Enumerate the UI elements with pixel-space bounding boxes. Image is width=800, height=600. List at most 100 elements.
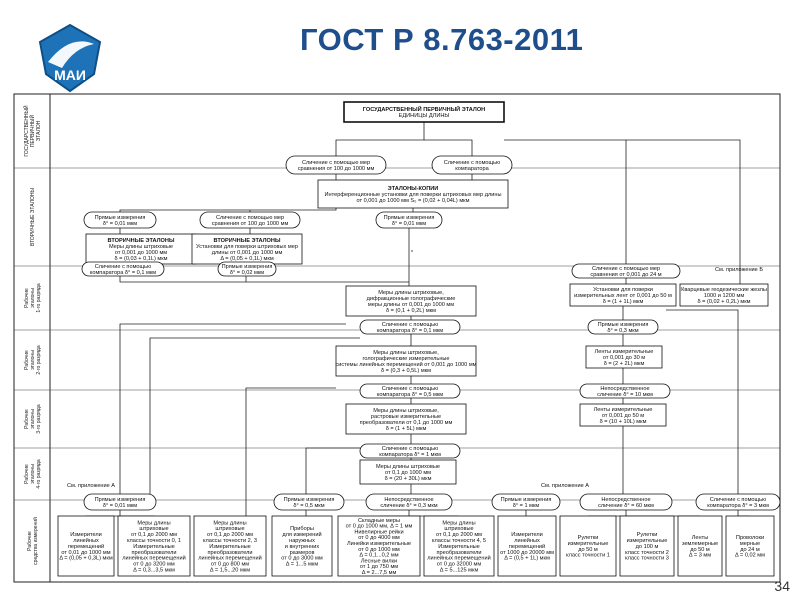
node-text: Измерительные xyxy=(133,544,175,550)
node-text: См. приложение Б xyxy=(715,267,763,273)
connector-line xyxy=(86,510,121,517)
node-text: измерительные xyxy=(568,541,609,547)
node-box xyxy=(679,283,769,307)
node-text: штриховые xyxy=(139,526,168,532)
node-text: Сличение с помощью xyxy=(382,386,439,392)
node-text: сравнения от 100 до 1000 мм xyxy=(212,221,289,227)
node-text: Приборы xyxy=(290,526,314,532)
node-text: от 0 до 800 мм xyxy=(211,562,249,568)
node-text: δ° = 0,5 мкм xyxy=(293,503,324,509)
node-text: от 0,001 до 1000 мм xyxy=(115,250,167,256)
node-text: от 0 до 1000 мм xyxy=(358,547,400,553)
connector-line xyxy=(119,276,409,283)
node-text: См. приложение А xyxy=(67,483,115,489)
node-box xyxy=(337,515,421,577)
connector-line xyxy=(119,323,346,494)
node-text: класс точности 3 xyxy=(625,556,669,562)
node-text: 1000 и 1200 мм xyxy=(704,293,745,299)
node-r1-measures: Меры длины штриховые,дифракционные голог… xyxy=(345,285,477,317)
node-text: линейных перемещений xyxy=(198,555,261,562)
node-text: сличение δ° = 10 мкм xyxy=(597,392,653,398)
lane-label-line: эталоны xyxy=(30,350,36,370)
node-text: Измерительные xyxy=(438,544,480,550)
node-text: δ = (2 + 2L) мкм xyxy=(604,361,645,367)
node-text: ВТОРИЧНЫЕ ЭТАЛОНЫ xyxy=(214,238,281,244)
node-text: компаратора δ° = 0,1 мкм xyxy=(90,270,156,276)
node-text: преобразователи от 0,1 до 1000 мм xyxy=(360,420,453,426)
node-box xyxy=(359,459,457,485)
node-text: ЕДИНИЦЫ ДЛИНЫ xyxy=(399,113,450,119)
node-box xyxy=(193,515,267,577)
lane-label-line: 1-го разряда xyxy=(36,283,42,312)
node-r3-measures: Меры длины штриховые,растровые измерител… xyxy=(345,403,467,435)
node-text: Сличение с помощью xyxy=(444,160,501,166)
node-box xyxy=(571,263,681,279)
node-see-a-1: См. приложение А xyxy=(67,483,115,489)
node-text: от 1 до 750 мм xyxy=(360,564,398,570)
node-text: преобразователи xyxy=(436,550,481,556)
node-text: от 0 до 3000 мм xyxy=(281,556,323,562)
node-box xyxy=(423,515,495,577)
node-text: Меры длины штриховые, xyxy=(373,350,439,356)
node-gpe: ГОСУДАРСТВЕННЫЙ ПЕРВИЧНЫЙ ЭТАЛОНЕДИНИЦЫ … xyxy=(343,101,505,123)
lane-label-line: ВТОРИЧНЫЕ ЭТАЛОНЫ xyxy=(30,187,36,245)
node-text: Δ = (0,05 + 0,1L) мкм xyxy=(220,256,274,262)
node-text: компаратора δ° = 0,1 мкм xyxy=(377,328,443,334)
node-text: размеров xyxy=(290,550,315,556)
node-text: Непосредственное xyxy=(384,497,433,503)
node-text: Ленты xyxy=(692,535,708,541)
node-text: Ленты измерительные xyxy=(595,349,654,355)
node-text: Меры длины штриховые, xyxy=(378,290,444,296)
node-box xyxy=(677,515,723,577)
lane-label-line: ПЕРВИЧНЫЙ xyxy=(28,115,36,148)
node-text: преобразователи xyxy=(131,550,176,556)
node-text: преобразователи xyxy=(207,550,252,556)
connector-line xyxy=(666,309,739,494)
node-box xyxy=(559,515,617,577)
node-text: Рулетки xyxy=(637,532,658,538)
node-text: δ° = 0,3 мкм xyxy=(607,328,638,334)
node-text: Складные меры xyxy=(358,518,400,524)
node-text: δ° = 0,01 мкм xyxy=(103,221,137,227)
node-text: δ° = 1 мкм xyxy=(513,503,540,509)
node-text: штриховые xyxy=(444,526,473,532)
node-box xyxy=(619,515,675,577)
node-text: Рулетки xyxy=(578,535,599,541)
lane-label: ВТОРИЧНЫЕ ЭТАЛОНЫ xyxy=(30,187,36,245)
node-text: от 0 до 1000 мм, Δ = 1 мм xyxy=(346,524,413,530)
node-text: Нивелирные рейки xyxy=(354,528,403,535)
node-box xyxy=(81,261,165,277)
node-text: δ = (0,1 + 0,2L) мкм xyxy=(386,308,436,314)
connector-line xyxy=(380,510,410,517)
node-text: Прямые измерения xyxy=(598,322,649,328)
node-text: от 0,1 до 2000 мм xyxy=(207,532,253,538)
node-text: Сличение с помощью мер xyxy=(592,266,660,272)
lane-label-line: Рабочие xyxy=(24,409,30,429)
node-text: Сличение с помощью xyxy=(95,264,152,270)
node-text: от 0,01 до 1000 мм xyxy=(61,550,110,556)
node-box xyxy=(343,101,505,123)
node-text: сличение δ° = 60 мкм xyxy=(598,503,654,509)
node-box xyxy=(335,345,477,377)
node-box xyxy=(695,493,781,511)
node-text: класс точности 1 xyxy=(566,553,610,559)
lane-label-line: ЭТАЛОН xyxy=(36,120,42,141)
node-box xyxy=(359,383,461,399)
node-text: штриховые xyxy=(215,526,244,532)
node-text: дифракционные голографические xyxy=(367,296,456,302)
node-box xyxy=(375,211,443,229)
node-box xyxy=(497,515,557,577)
